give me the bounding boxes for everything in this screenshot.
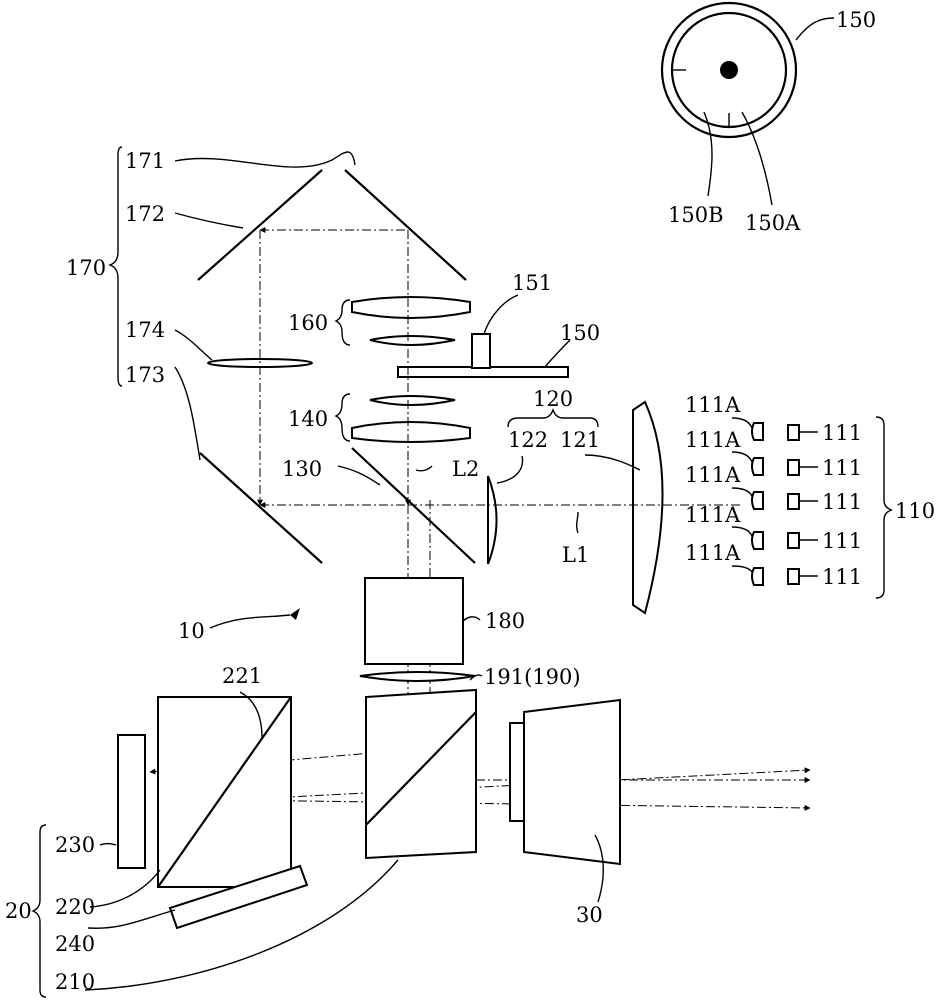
label-111A-2: 111A — [685, 428, 741, 452]
label-10: 10 — [178, 619, 205, 643]
component-180-group — [84, 577, 483, 991]
label-111A-5: 111A — [685, 541, 741, 565]
prism-group-20 — [31, 691, 309, 998]
label-111-1: 111 — [822, 421, 862, 445]
label-111A-3: 111A — [685, 463, 741, 487]
label-150B: 150B — [668, 203, 724, 227]
label-122: 122 — [508, 428, 548, 452]
label-171: 171 — [125, 149, 165, 173]
label-111-4: 111 — [822, 529, 862, 553]
label-121: 121 — [560, 428, 600, 452]
label-111-2: 111 — [822, 456, 862, 480]
label-111-3: 111 — [822, 490, 862, 514]
label-150A: 150A — [745, 211, 801, 235]
label-173: 173 — [125, 363, 165, 387]
label-191-190: 191(190) — [484, 665, 581, 689]
label-L1: L1 — [562, 543, 589, 567]
label-172: 172 — [125, 202, 165, 226]
label-221: 221 — [222, 664, 262, 688]
label-30: 30 — [576, 903, 603, 927]
label-140: 140 — [288, 407, 328, 431]
label-111-5: 111 — [822, 565, 862, 589]
label-L2: L2 — [452, 457, 479, 481]
system-10-leader — [209, 614, 291, 629]
mirror-group-170 — [108, 146, 467, 564]
label-180: 180 — [485, 609, 525, 633]
label-170: 170 — [66, 256, 106, 280]
label-150-side: 150 — [560, 321, 600, 345]
system-10-arrowhead — [290, 608, 300, 620]
label-220: 220 — [55, 895, 95, 919]
label-210: 210 — [55, 970, 95, 994]
label-111A-4: 111A — [685, 503, 741, 527]
color-wheel-inset — [660, 1, 835, 206]
label-120: 120 — [533, 387, 573, 411]
label-151: 151 — [512, 271, 552, 295]
lens-groups — [334, 294, 571, 443]
label-130: 130 — [282, 457, 322, 481]
label-111A-1: 111A — [685, 393, 741, 417]
label-150-wheel: 150 — [836, 8, 876, 32]
label-160: 160 — [288, 311, 328, 335]
label-174: 174 — [125, 318, 165, 342]
label-240: 240 — [55, 932, 95, 956]
label-110: 110 — [895, 499, 935, 523]
label-20: 20 — [5, 899, 32, 923]
projection-lens-30 — [509, 698, 621, 903]
light-source-110 — [487, 400, 893, 615]
label-230: 230 — [55, 833, 95, 857]
